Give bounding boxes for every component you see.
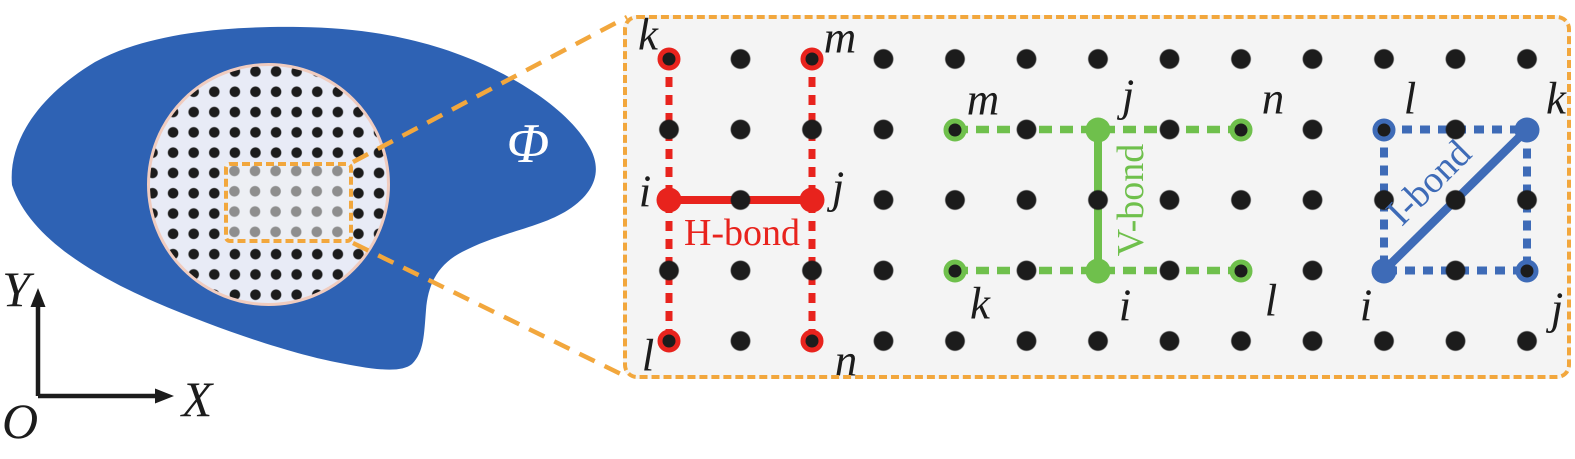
label-v-l: l bbox=[1264, 275, 1278, 326]
node-h-k bbox=[657, 47, 681, 71]
label-i-l: l bbox=[1403, 73, 1417, 124]
label-v-i: i bbox=[1118, 280, 1132, 331]
node-v-j bbox=[1085, 117, 1111, 142]
node-i-l bbox=[1372, 118, 1396, 141]
origin-label: O bbox=[1, 393, 39, 449]
label-h-l: l bbox=[641, 330, 655, 381]
node-v-i bbox=[1085, 258, 1111, 283]
node-i-i bbox=[1371, 258, 1397, 283]
node-v-m bbox=[943, 118, 967, 141]
node-v-n bbox=[1229, 118, 1253, 141]
zoom-source-rect bbox=[224, 162, 353, 243]
x-axis-label: X bbox=[181, 371, 213, 427]
y-axis-label: Y bbox=[2, 261, 30, 317]
h-bond-tag: H-bond bbox=[683, 212, 801, 254]
node-i-j bbox=[1515, 259, 1539, 282]
particle-grid bbox=[623, 15, 1571, 379]
label-h-m: m bbox=[823, 12, 857, 63]
x-axis-arrowhead bbox=[155, 388, 174, 404]
node-h-m bbox=[800, 47, 824, 71]
label-i-j: j bbox=[1550, 283, 1564, 334]
zoom-panel: k m i j l n H-bond m j n k i l V-bond l … bbox=[623, 9, 1571, 383]
label-v-j: j bbox=[1121, 70, 1135, 121]
connector-top bbox=[351, 15, 629, 164]
label-i-i: i bbox=[1359, 280, 1373, 331]
label-h-i: i bbox=[638, 166, 652, 217]
node-h-l bbox=[657, 329, 681, 353]
label-i-k: k bbox=[1546, 73, 1566, 124]
node-h-n bbox=[800, 329, 824, 353]
label-h-k: k bbox=[638, 9, 658, 60]
label-v-n: n bbox=[1261, 73, 1285, 124]
node-h-j bbox=[799, 187, 825, 213]
particle-circle bbox=[147, 63, 390, 306]
node-v-l bbox=[1229, 259, 1253, 282]
label-v-k: k bbox=[970, 278, 990, 329]
y-axis-arrowhead bbox=[30, 288, 46, 307]
label-h-j: j bbox=[831, 162, 845, 213]
label-v-m: m bbox=[966, 74, 1000, 125]
connector-bottom bbox=[352, 240, 628, 380]
v-bond-tag: V-bond bbox=[1110, 143, 1152, 257]
node-h-i bbox=[656, 187, 682, 213]
domain-label: Φ bbox=[506, 113, 550, 175]
node-i-k bbox=[1514, 117, 1540, 142]
node-v-k bbox=[943, 259, 967, 282]
label-h-n: n bbox=[834, 335, 858, 386]
